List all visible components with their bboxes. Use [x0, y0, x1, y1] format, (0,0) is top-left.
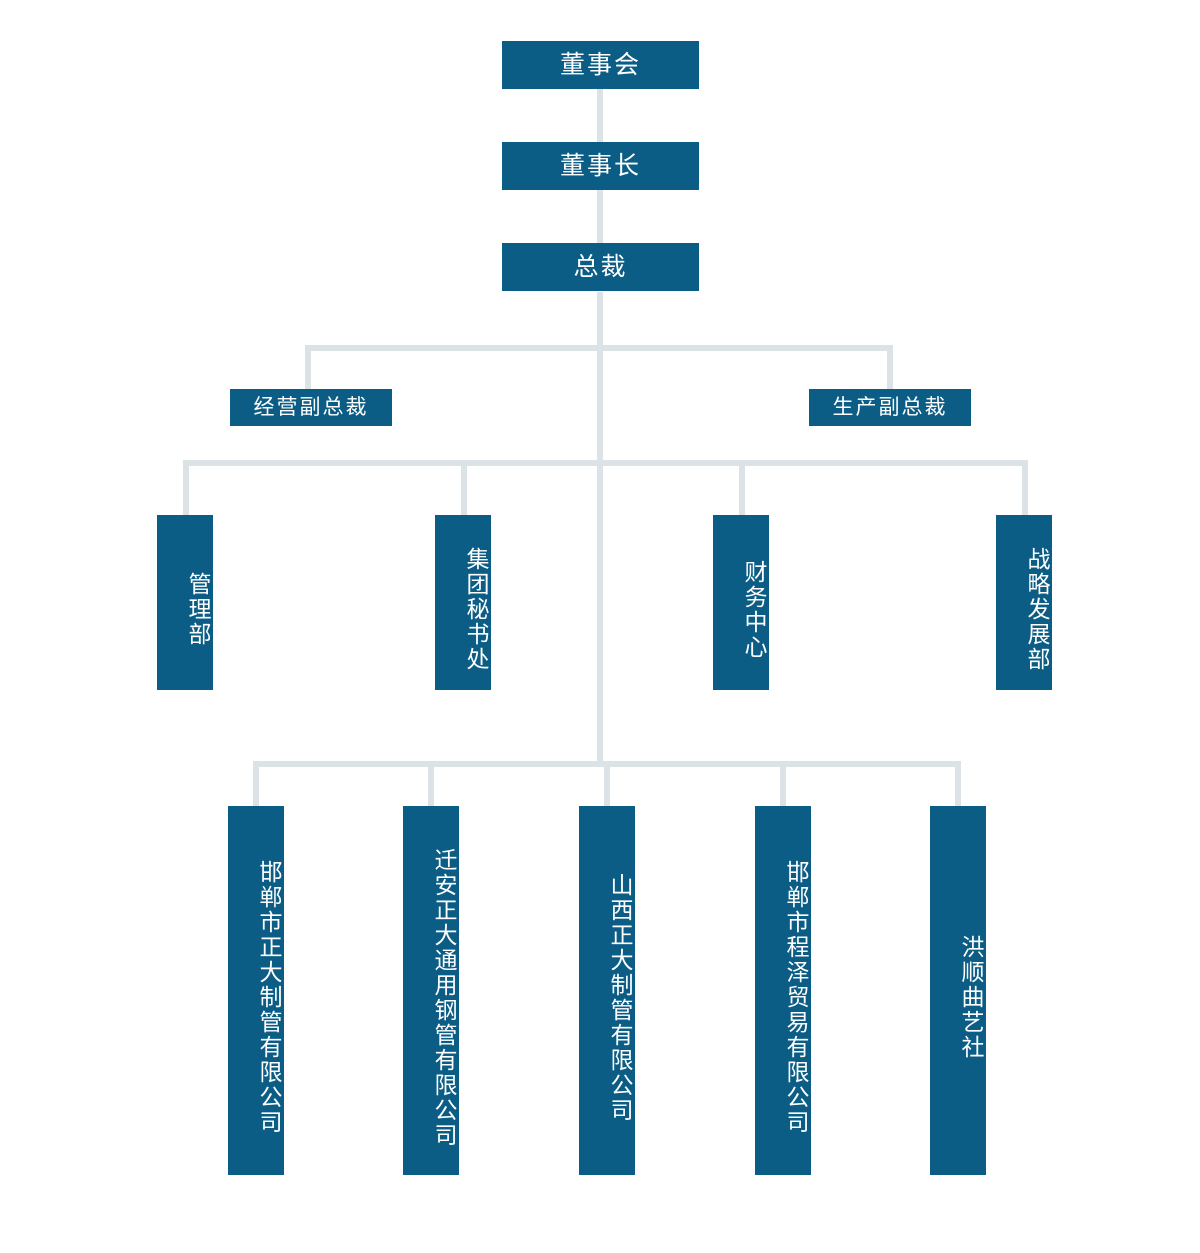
connector-drop-dept-finance: [739, 460, 745, 517]
node-label: 山西正大制管有限公司: [607, 872, 633, 1123]
node-subsidiary-handan-zhengda[interactable]: 邯郸市正大制管有限公司: [228, 806, 284, 1175]
node-vp-operations[interactable]: 经营副总裁: [230, 389, 392, 426]
connector-drop-sub-2: [428, 761, 434, 809]
node-label: 邯郸市正大制管有限公司: [256, 860, 282, 1135]
connector-drop-dept-secretariat: [461, 460, 467, 517]
connector-department-bus: [183, 460, 1028, 466]
connector-drop-sub-4: [780, 761, 786, 809]
connector-drop-dept-strategy: [1022, 460, 1028, 517]
node-vp-production[interactable]: 生产副总裁: [809, 389, 971, 426]
node-subsidiary-shanxi-zhengda[interactable]: 山西正大制管有限公司: [579, 806, 635, 1175]
node-label: 洪顺曲艺社: [958, 935, 984, 1060]
connector-drop-vp-production: [887, 345, 893, 391]
node-subsidiary-handan-chengze[interactable]: 邯郸市程泽贸易有限公司: [755, 806, 811, 1175]
connector-drop-sub-1: [253, 761, 259, 809]
connector-president-spine: [597, 292, 603, 765]
connector-board-to-chairman: [597, 89, 603, 142]
node-subsidiary-qianan-zhengda[interactable]: 迁安正大通用钢管有限公司: [403, 806, 459, 1175]
node-label: 管理部: [185, 572, 211, 647]
connector-vp-bus: [305, 345, 893, 351]
connector-drop-vp-operations: [305, 345, 311, 391]
node-label: 迁安正大通用钢管有限公司: [431, 847, 457, 1148]
node-dept-secretariat[interactable]: 集团秘书处: [435, 515, 491, 690]
node-label: 董事长: [559, 151, 641, 180]
node-dept-management[interactable]: 管理部: [157, 515, 213, 690]
node-chairman[interactable]: 董事长: [502, 142, 699, 190]
connector-drop-sub-5: [955, 761, 961, 809]
node-label: 总裁: [573, 252, 628, 281]
node-dept-strategy[interactable]: 战略发展部: [996, 515, 1052, 690]
node-label: 邯郸市程泽贸易有限公司: [783, 860, 809, 1135]
node-label: 董事会: [559, 50, 641, 79]
node-label: 集团秘书处: [463, 547, 489, 672]
connector-drop-dept-management: [183, 460, 189, 517]
node-subsidiary-hongshun[interactable]: 洪顺曲艺社: [930, 806, 986, 1175]
node-label: 战略发展部: [1024, 547, 1050, 672]
node-label: 财务中心: [741, 559, 767, 660]
node-dept-finance[interactable]: 财务中心: [713, 515, 769, 690]
node-label: 生产副总裁: [832, 396, 948, 419]
node-label: 经营副总裁: [253, 396, 369, 419]
connector-drop-sub-3: [604, 761, 610, 809]
node-board-of-directors[interactable]: 董事会: [502, 41, 699, 89]
connector-chairman-to-president: [597, 190, 603, 243]
node-president[interactable]: 总裁: [502, 243, 699, 291]
